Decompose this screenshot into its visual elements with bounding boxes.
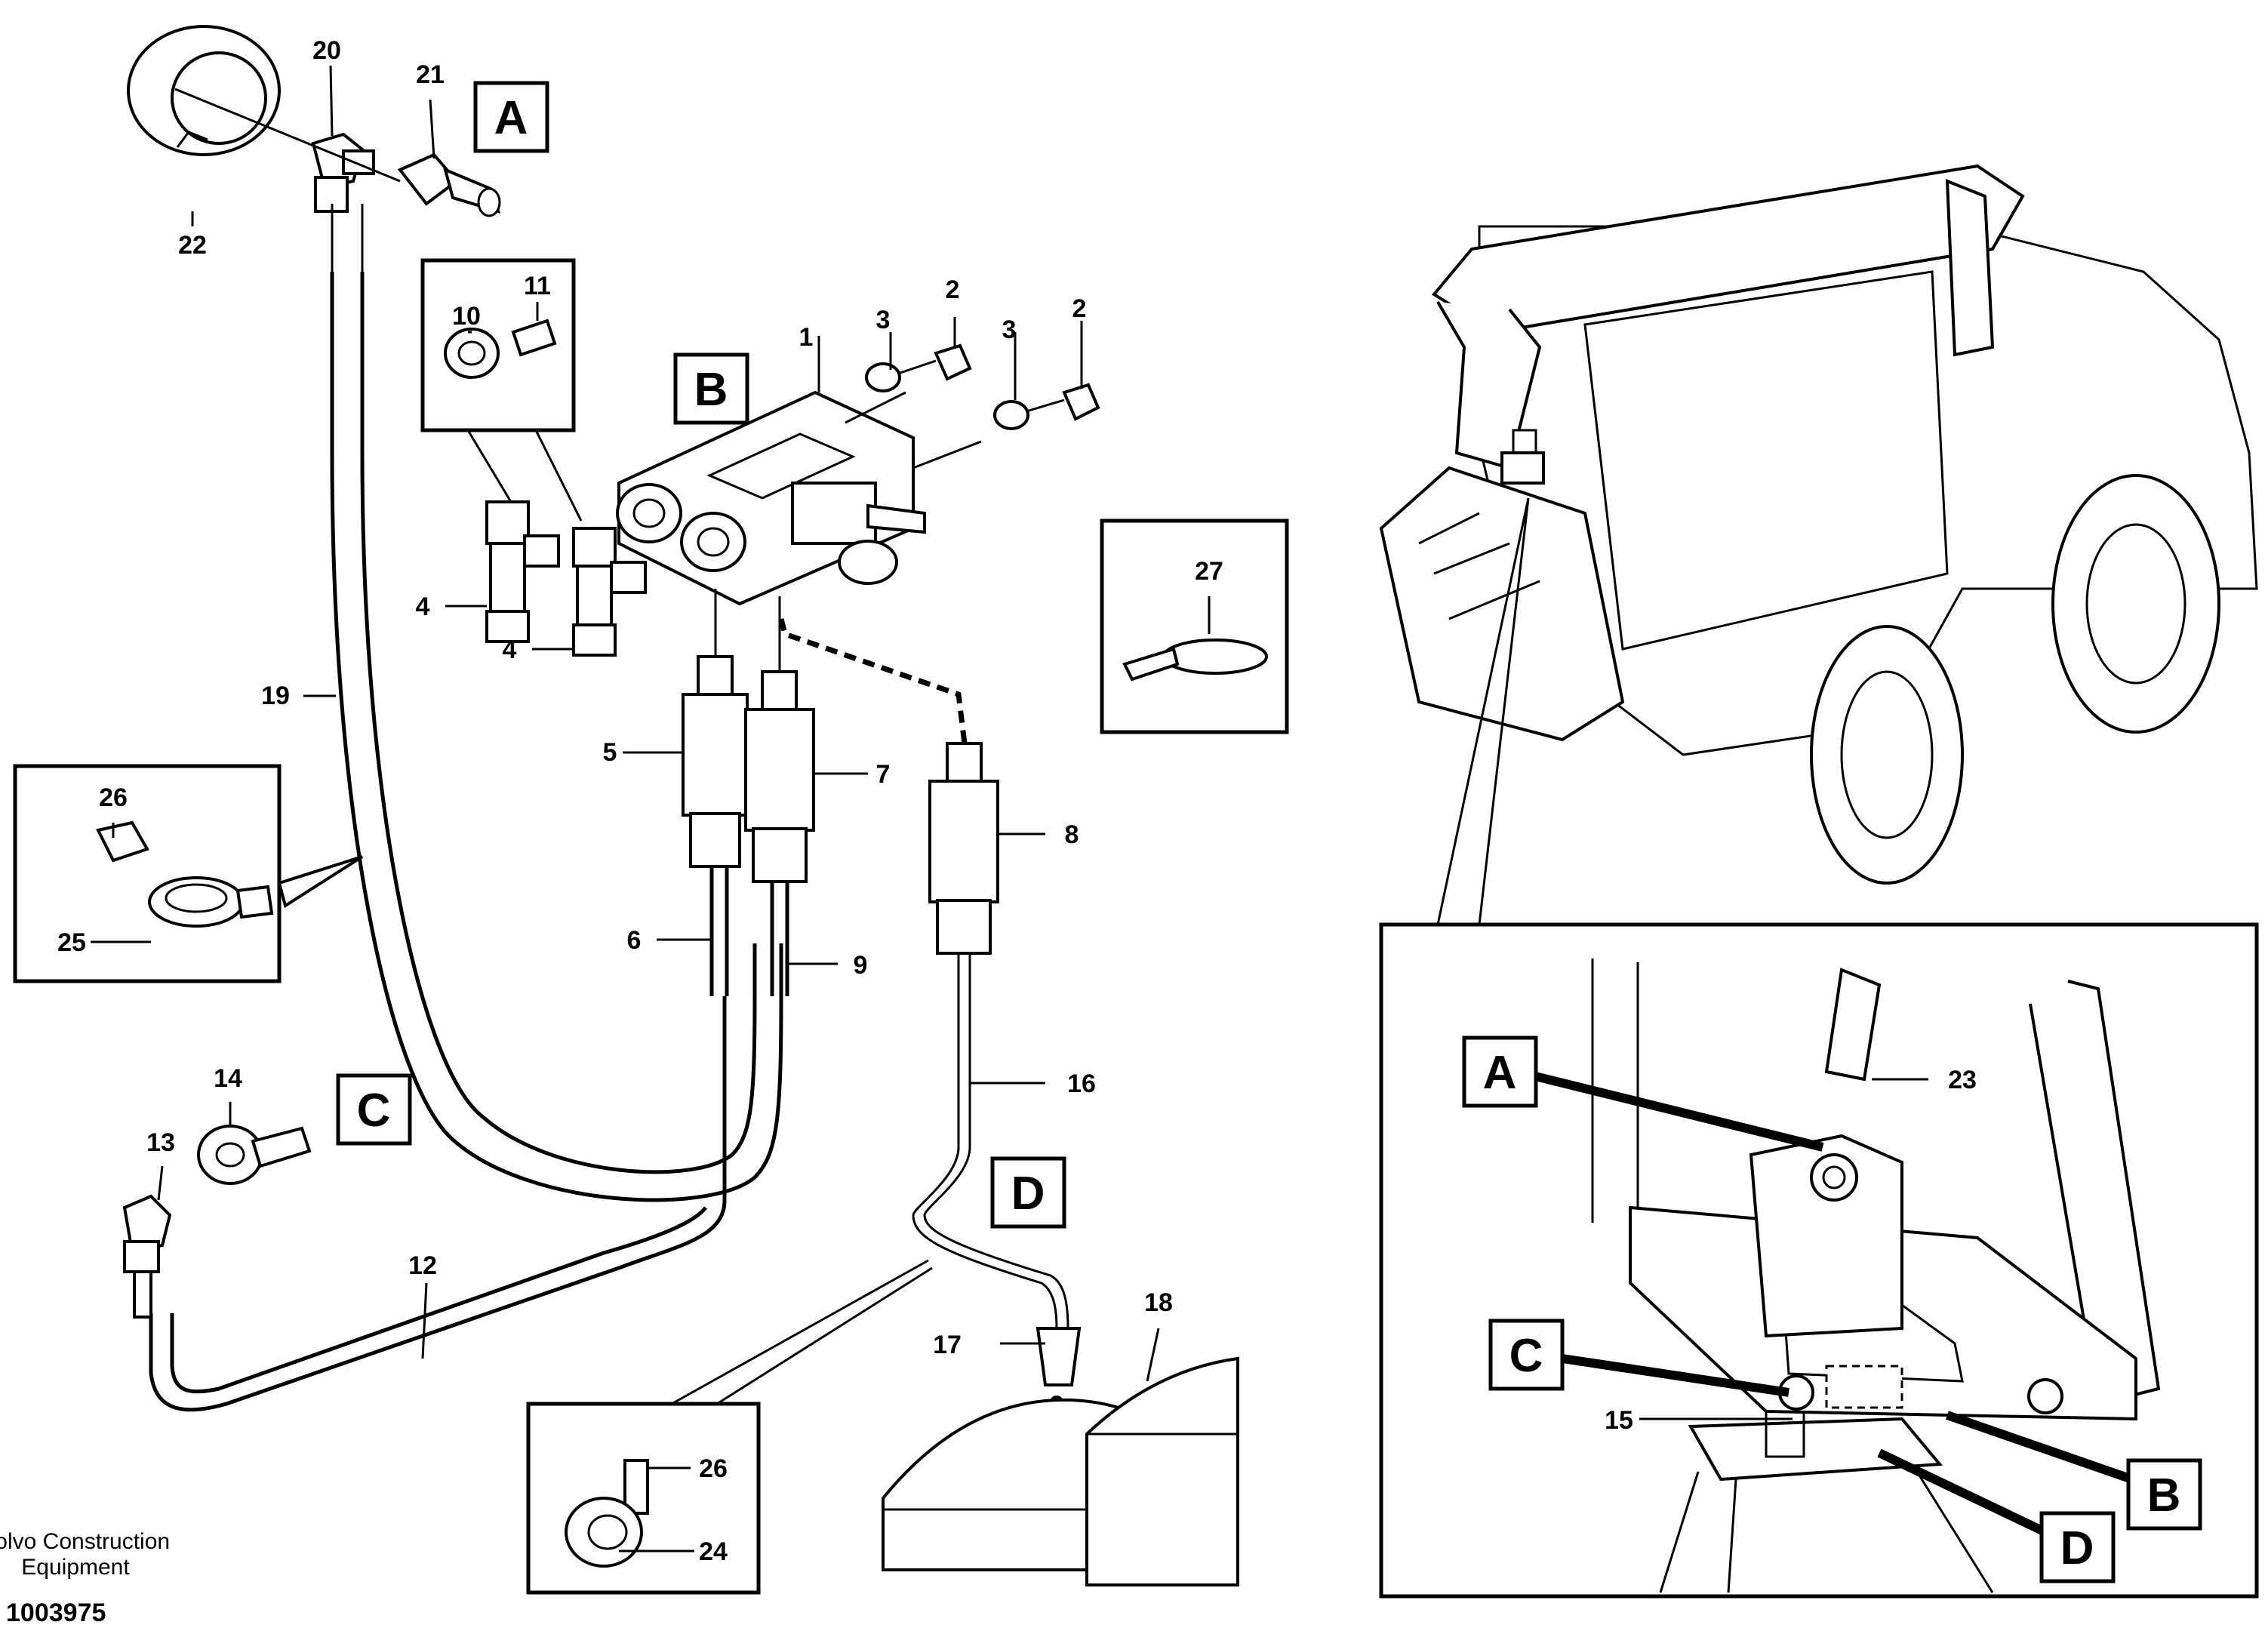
- plug-2b: [1062, 383, 1100, 421]
- callout-8: 8: [1065, 820, 1079, 849]
- callout-3b: 3: [1002, 315, 1017, 344]
- detail-box-25-26: [13, 764, 364, 983]
- detail-view-box: [1379, 922, 2259, 1599]
- part-number: 1003975: [6, 1599, 106, 1627]
- callout-4a: 4: [416, 592, 430, 621]
- callout-3a: 3: [876, 306, 891, 334]
- detail-box-24-26: [526, 1259, 933, 1595]
- callout-7: 7: [876, 760, 891, 789]
- svg-text:C: C: [1509, 1330, 1543, 1382]
- section-box-b-detail: B: [2126, 1458, 2202, 1531]
- callout-numbers: 20 21 22 10 11 1 3 2 3 2 4 4 19 5 7 8 27…: [57, 36, 1977, 1566]
- callout-20: 20: [312, 36, 341, 65]
- callout-11: 11: [524, 272, 551, 300]
- pointer-d: [1877, 1448, 2048, 1537]
- svg-text:B: B: [2147, 1469, 2181, 1522]
- callout-14: 14: [214, 1064, 242, 1093]
- callout-18: 18: [1144, 1288, 1173, 1317]
- nipple-21: [397, 152, 501, 217]
- sensor-8: [928, 742, 999, 955]
- valve-block-1: [616, 390, 926, 606]
- callout-2b: 2: [1072, 294, 1087, 323]
- callout-4b: 4: [503, 635, 517, 664]
- pointer-c: [1562, 1354, 1789, 1397]
- gears-18: [882, 1356, 1239, 1586]
- callout-10: 10: [452, 302, 481, 331]
- cable-9: [770, 882, 789, 996]
- washer-3b: [993, 400, 1029, 430]
- footer: Volvo Construction Equipment 1003975: [0, 1529, 170, 1627]
- section-box-a-detail: A: [1462, 1036, 1538, 1108]
- callout-24: 24: [699, 1537, 728, 1566]
- callout-15: 15: [1605, 1406, 1633, 1435]
- cable-6: [709, 866, 729, 996]
- plug-2a: [934, 343, 972, 381]
- callout-19: 19: [261, 682, 290, 710]
- section-box-a-main: A: [473, 81, 549, 153]
- section-box-d-main: D: [990, 1156, 1066, 1229]
- callout-26a: 26: [99, 783, 128, 812]
- callout-16: 16: [1067, 1069, 1096, 1098]
- svg-text:D: D: [1011, 1168, 1045, 1220]
- callout-13: 13: [146, 1128, 175, 1157]
- detail-box-10-11: [420, 258, 583, 522]
- callout-2a: 2: [946, 275, 960, 304]
- callout-25: 25: [57, 928, 86, 957]
- elbow-fitting-20: [311, 132, 375, 213]
- callout-6: 6: [627, 926, 642, 955]
- detail-box-27: [1100, 519, 1289, 734]
- tee-fitting-4a: [485, 500, 560, 643]
- hose-19: [330, 272, 783, 1202]
- assembly-axis-a: [174, 88, 401, 183]
- elbow-13: [122, 1194, 172, 1319]
- callout-1: 1: [799, 323, 814, 352]
- machine-illustration: [1379, 164, 2258, 885]
- callout-22: 22: [178, 231, 207, 260]
- callout-12: 12: [408, 1251, 437, 1280]
- tee-fitting-4b: [572, 527, 647, 657]
- company-line-1: Volvo Construction: [0, 1529, 170, 1554]
- detail-pointer-lines: [1436, 497, 1530, 925]
- callout-27: 27: [1195, 557, 1223, 586]
- dashed-cable-8: [778, 618, 968, 744]
- pointer-a: [1531, 1071, 1824, 1152]
- svg-text:A: A: [1483, 1047, 1517, 1099]
- callout-23: 23: [1948, 1066, 1977, 1094]
- svg-text:B: B: [694, 364, 728, 416]
- section-box-b-main: B: [673, 352, 749, 425]
- nozzle-17: [1036, 1327, 1082, 1409]
- hose-19-inner: [360, 272, 757, 1174]
- callout-17: 17: [933, 1331, 962, 1359]
- cable-16: [912, 953, 1058, 1329]
- leader-lines: [91, 65, 1928, 1553]
- section-box-c-main: C: [336, 1073, 412, 1146]
- svg-text:A: A: [494, 92, 528, 144]
- bearing-bushing-22: [127, 25, 281, 156]
- nipple-14: [197, 1125, 312, 1185]
- hose-12: [149, 996, 727, 1412]
- washer-3a: [865, 362, 901, 392]
- pointer-b: [1946, 1411, 2134, 1484]
- callout-9: 9: [854, 951, 868, 980]
- section-box-d-detail: D: [2039, 1511, 2116, 1583]
- company-line-2: Equipment: [21, 1555, 130, 1580]
- section-box-c-detail: C: [1488, 1319, 1565, 1391]
- callout-5: 5: [603, 738, 617, 767]
- sensor-5: [682, 655, 749, 868]
- sensor-7: [744, 670, 815, 883]
- svg-text:C: C: [357, 1085, 391, 1137]
- svg-text:D: D: [2060, 1522, 2094, 1574]
- callout-21: 21: [416, 60, 445, 89]
- callout-26b: 26: [699, 1454, 728, 1483]
